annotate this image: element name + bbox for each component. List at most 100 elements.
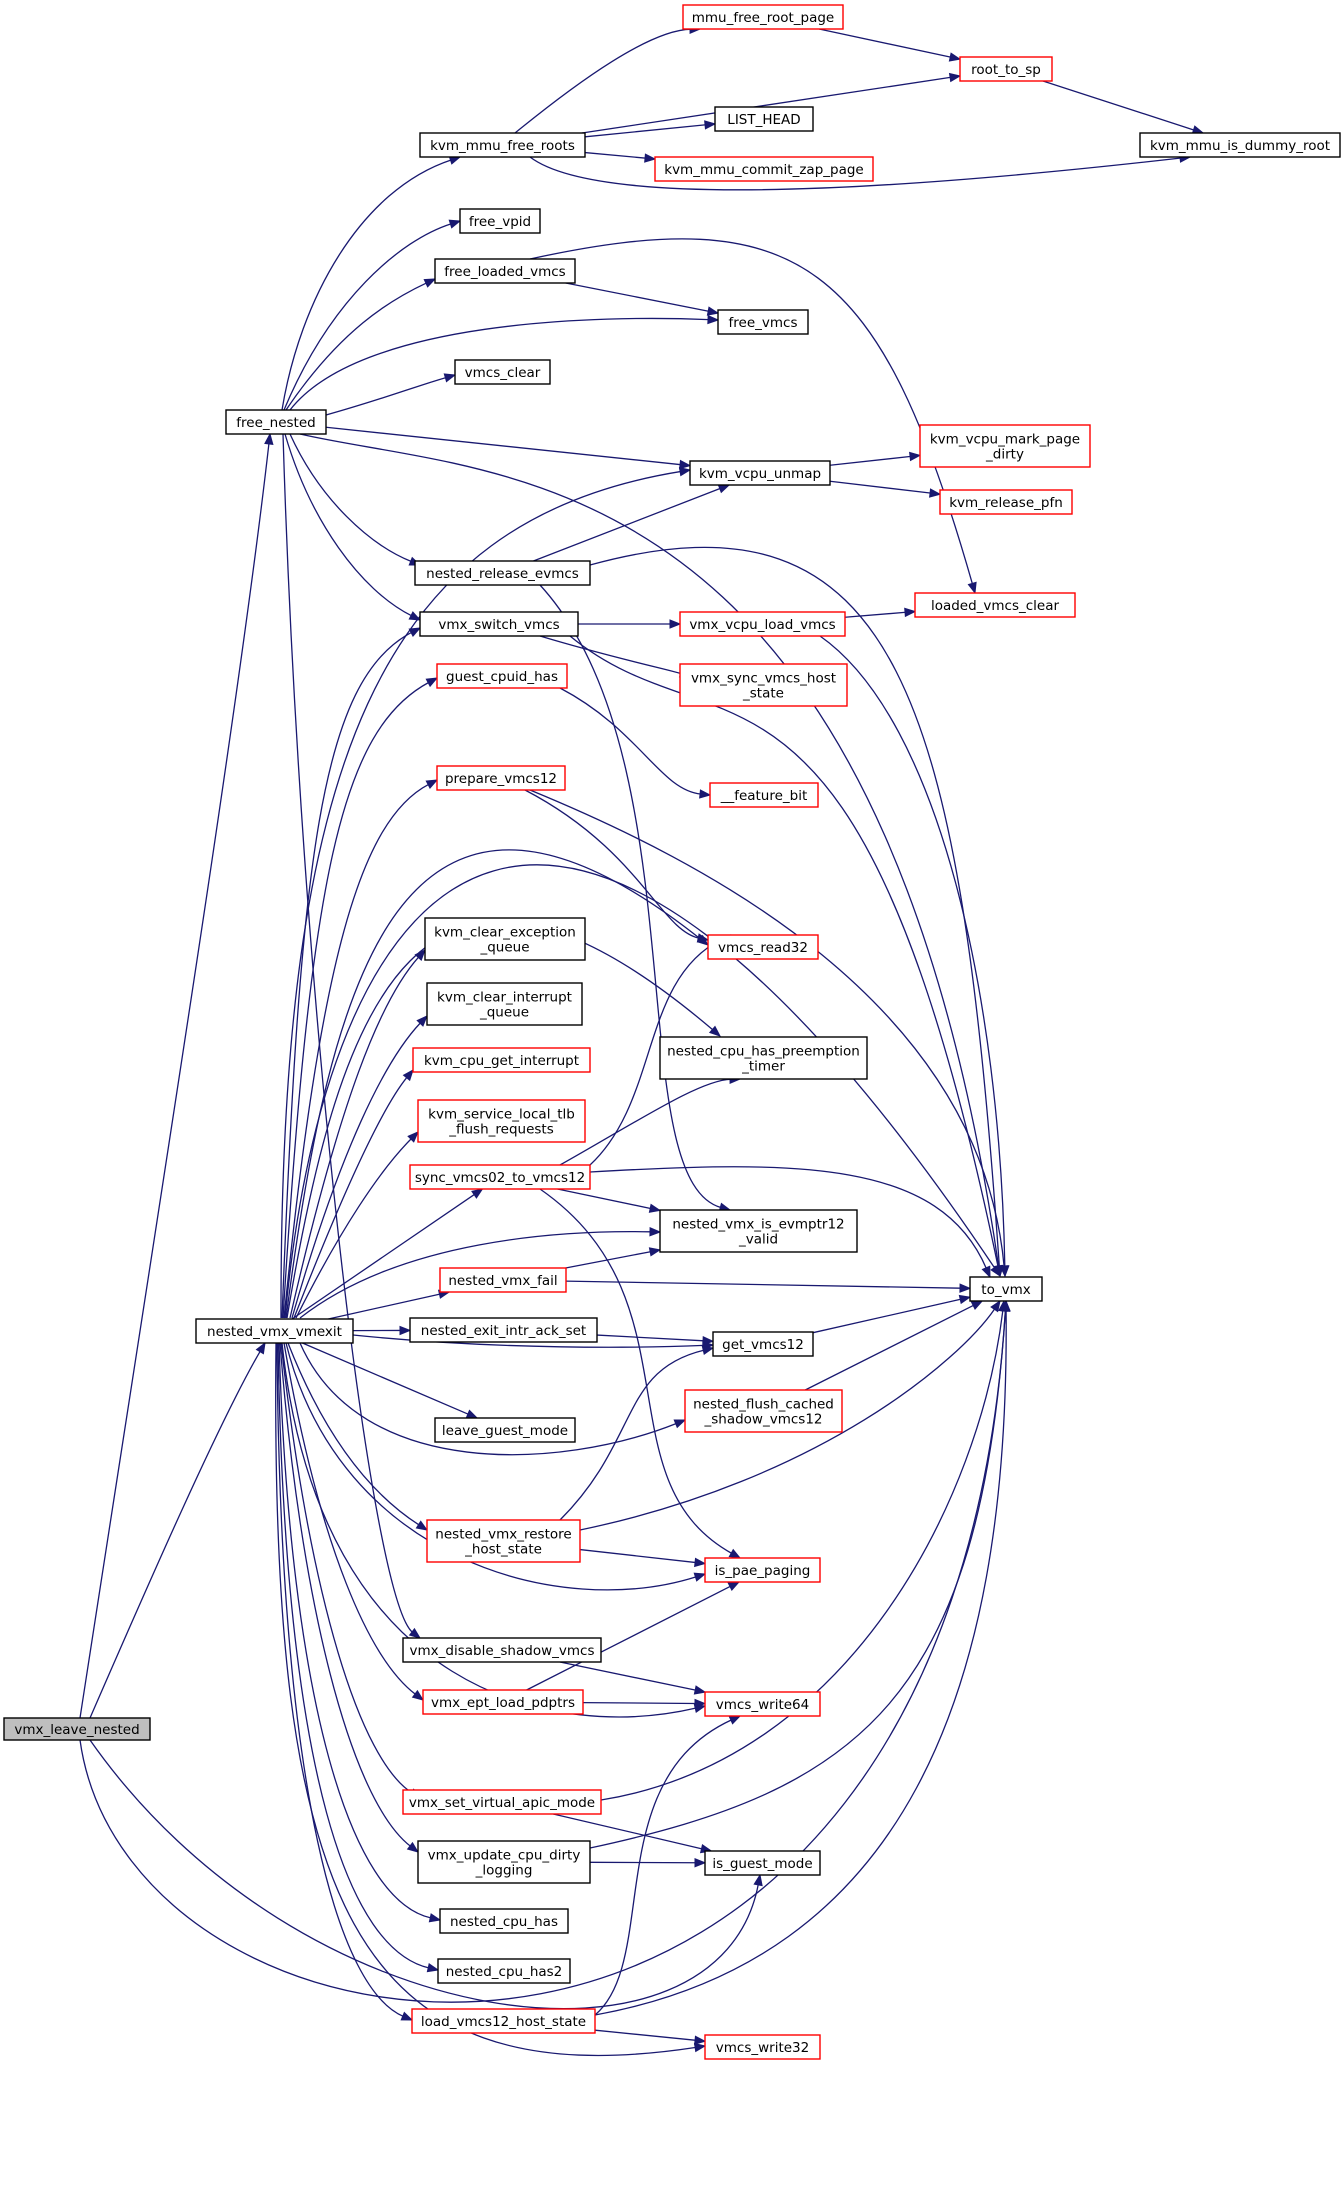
arrow-head — [967, 581, 977, 595]
edge-line — [299, 433, 1000, 1268]
arrow-head — [425, 779, 439, 790]
edge-line — [79, 442, 270, 1719]
edge-vmx_leave_nested-to-is_guest_mode — [89, 1739, 763, 2010]
node-label: mmu_free_root_page — [692, 10, 835, 26]
node-label: kvm_cpu_get_interrupt — [424, 1053, 579, 1069]
node-box — [437, 1958, 571, 1984]
arrow-head — [999, 1265, 1009, 1278]
node-vmx_ept_load_pdptrs[interactable]: vmx_ept_load_pdptrs — [422, 1689, 584, 1715]
node-kvm_vcpu_unmap[interactable]: kvm_vcpu_unmap — [689, 460, 831, 486]
node-kvm_release_pfn[interactable]: kvm_release_pfn — [939, 489, 1073, 515]
node-root_to_sp[interactable]: root_to_sp — [959, 56, 1053, 82]
edge-nested_vmx_vmexit-to-nested_vmx_is_evmptr12_valid — [299, 1227, 662, 1319]
node-mmu_free_root_page[interactable]: mmu_free_root_page — [682, 4, 844, 30]
node-vmx_vcpu_load_vmcs[interactable]: vmx_vcpu_load_vmcs — [679, 611, 846, 637]
node-LIST_HEAD[interactable]: LIST_HEAD — [714, 106, 814, 132]
node-nested_vmx_fail[interactable]: nested_vmx_fail — [439, 1267, 567, 1293]
node-label: nested_vmx_restore — [435, 1527, 571, 1543]
edge-line — [289, 317, 710, 411]
node-box — [969, 1276, 1043, 1302]
node-nested_vmx_restore_host_state[interactable]: nested_vmx_restore_host_state — [426, 1519, 581, 1563]
node-to_vmx[interactable]: to_vmx — [969, 1276, 1043, 1302]
node-is_guest_mode[interactable]: is_guest_mode — [704, 1850, 821, 1876]
edge-line — [559, 687, 702, 795]
node-vmx_disable_shadow_vmcs[interactable]: vmx_disable_shadow_vmcs — [402, 1637, 602, 1663]
edge-line — [295, 1137, 413, 1319]
node-box — [659, 1036, 868, 1080]
node-kvm_mmu_is_dummy_root[interactable]: kvm_mmu_is_dummy_root — [1139, 132, 1341, 158]
node-vmx_set_virtual_apic_mode[interactable]: vmx_set_virtual_apic_mode — [402, 1789, 602, 1815]
node-kvm_clear_exception_queue[interactable]: kvm_clear_exception_queue — [424, 917, 586, 961]
node-label: vmx_update_cpu_dirty — [428, 1848, 581, 1864]
node-free_vmcs[interactable]: free_vmcs — [717, 309, 809, 335]
node-nested_vmx_is_evmptr12_valid[interactable]: nested_vmx_is_evmptr12_valid — [659, 1209, 858, 1253]
node-guest_cpuid_has[interactable]: guest_cpuid_has — [436, 663, 568, 689]
node-label: kvm_clear_exception — [434, 925, 576, 941]
node-box — [684, 1389, 843, 1433]
arrow-head — [702, 1336, 715, 1346]
node-box — [402, 1789, 602, 1815]
node-vmcs_read32[interactable]: vmcs_read32 — [707, 934, 819, 960]
edge-line — [533, 487, 721, 562]
arrow-head — [694, 2035, 707, 2045]
node-vmcs_write32[interactable]: vmcs_write32 — [704, 2034, 821, 2060]
node-label: nested_exit_intr_ack_set — [421, 1323, 586, 1339]
node-kvm_service_local_tlb_flush_requests[interactable]: kvm_service_local_tlb_flush_requests — [417, 1099, 586, 1143]
node-prepare_vmcs12[interactable]: prepare_vmcs12 — [436, 765, 566, 791]
node-label: vmx_leave_nested — [14, 1722, 139, 1738]
edge-free_nested-to-vmx_switch_vmcs — [284, 433, 422, 621]
node-feature_bit[interactable]: __feature_bit — [709, 782, 819, 808]
node-label: nested_cpu_has_preemption — [667, 1044, 860, 1060]
node-label: get_vmcs12 — [722, 1337, 804, 1353]
node-nested_cpu_has[interactable]: nested_cpu_has — [439, 1908, 569, 1934]
node-loaded_vmcs_clear[interactable]: loaded_vmcs_clear — [914, 592, 1076, 618]
node-get_vmcs12[interactable]: get_vmcs12 — [712, 1331, 814, 1357]
node-box — [419, 611, 579, 637]
node-nested_flush_cached_shadow_vmcs12[interactable]: nested_flush_cached_shadow_vmcs12 — [684, 1389, 843, 1433]
edge-line — [844, 611, 907, 618]
node-free_nested[interactable]: free_nested — [225, 409, 327, 435]
arrow-head — [990, 1299, 1001, 1313]
node-load_vmcs12_host_state[interactable]: load_vmcs12_host_state — [411, 2008, 596, 2034]
edge-line — [589, 546, 1001, 1268]
edge-line — [594, 1309, 1007, 2016]
edge-sync_vmcs02_to_vmcs12-to-to_vmx — [589, 1166, 991, 1279]
node-sync_vmcs02_to_vmcs12[interactable]: sync_vmcs02_to_vmcs12 — [409, 1164, 591, 1190]
arrow-head — [701, 1345, 715, 1356]
node-is_pae_paging[interactable]: is_pae_paging — [704, 1557, 821, 1583]
node-vmcs_write64[interactable]: vmcs_write64 — [704, 1691, 821, 1717]
node-vmx_update_cpu_dirty_logging[interactable]: vmx_update_cpu_dirty_logging — [417, 1840, 591, 1884]
node-nested_cpu_has_preemption_timer[interactable]: nested_cpu_has_preemption_timer — [659, 1036, 868, 1080]
node-box — [707, 934, 819, 960]
node-free_vpid[interactable]: free_vpid — [459, 208, 541, 234]
node-nested_vmx_vmexit[interactable]: nested_vmx_vmexit — [195, 1318, 354, 1344]
edge-nested_exit_intr_ack_set-to-get_vmcs12 — [596, 1334, 715, 1346]
node-nested_cpu_has2[interactable]: nested_cpu_has2 — [437, 1958, 571, 1984]
node-leave_guest_mode[interactable]: leave_guest_mode — [434, 1417, 576, 1443]
edge-line — [594, 1719, 733, 2016]
nodes-layer: vmx_leave_nested free_nested nested_vmx_vm… — [3, 4, 1341, 2060]
node-nested_exit_intr_ack_set[interactable]: nested_exit_intr_ack_set — [409, 1317, 598, 1343]
edge-nested_vmx_vmexit-to-kvm_clear_interrupt_queue — [291, 1015, 428, 1319]
node-vmcs_clear[interactable]: vmcs_clear — [454, 359, 551, 385]
edge-line — [285, 849, 702, 1319]
node-box — [426, 1519, 581, 1563]
node-nested_release_evmcs[interactable]: nested_release_evmcs — [414, 560, 591, 586]
node-vmx_switch_vmcs[interactable]: vmx_switch_vmcs — [419, 611, 579, 637]
node-label: _host_state — [464, 1542, 542, 1558]
edge-line — [569, 635, 999, 1268]
node-kvm_clear_interrupt_queue[interactable]: kvm_clear_interrupt_queue — [426, 982, 583, 1026]
edge-line — [804, 1304, 975, 1391]
node-kvm_vcpu_mark_page_dirty[interactable]: kvm_vcpu_mark_page_dirty — [919, 424, 1091, 468]
node-vmx_sync_vmcs_host_state[interactable]: vmx_sync_vmcs_host_state — [679, 663, 848, 707]
node-free_loaded_vmcs[interactable]: free_loaded_vmcs — [434, 258, 576, 284]
edge-line — [818, 28, 952, 58]
node-kvm_cpu_get_interrupt[interactable]: kvm_cpu_get_interrupt — [412, 1047, 591, 1073]
edge-line — [89, 1739, 759, 2010]
edge-vmx_vcpu_load_vmcs-to-loaded_vmcs_clear — [844, 607, 917, 618]
node-kvm_mmu_free_roots[interactable]: kvm_mmu_free_roots — [419, 132, 586, 158]
node-label: vmx_ept_load_pdptrs — [431, 1695, 575, 1711]
node-vmx_leave_nested[interactable]: vmx_leave_nested — [3, 1717, 151, 1741]
node-kvm_mmu_commit_zap_page[interactable]: kvm_mmu_commit_zap_page — [654, 156, 874, 182]
